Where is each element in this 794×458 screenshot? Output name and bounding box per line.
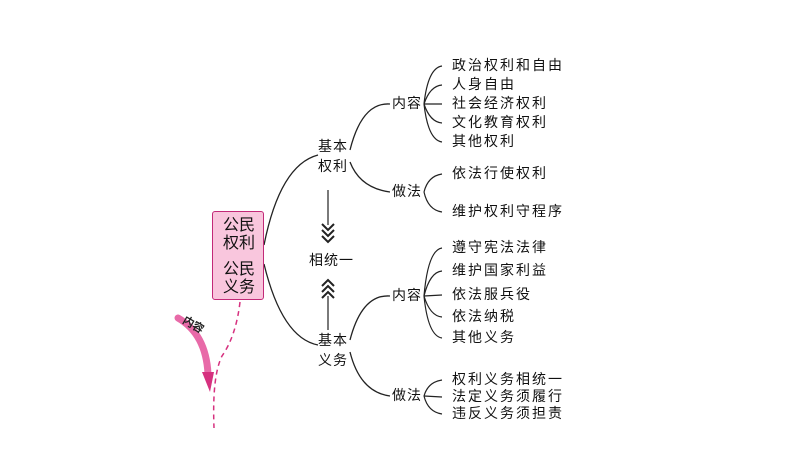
bracket-dm-1: [423, 379, 443, 397]
root-node: 公民 权利 公民 义务: [212, 211, 264, 300]
bracket-rc-2: [423, 84, 443, 105]
relation-label: 相统一: [309, 253, 354, 269]
duties-method-item: 违反义务须担责: [452, 406, 564, 422]
bracket-rm-1: [423, 173, 443, 193]
pink-swoosh: [174, 314, 212, 378]
bracket-dm-3: [423, 395, 443, 415]
arrow-down-head-3: [321, 235, 335, 244]
root-line-2: 权利: [222, 233, 255, 252]
arrow-up-head-1: [321, 278, 335, 287]
bracket-dc-2: [423, 270, 443, 297]
rights-method-item: 维护权利守程序: [452, 204, 564, 220]
duties-content-item: 依法纳税: [452, 309, 516, 325]
rights-content-item: 文化教育权利: [452, 115, 548, 131]
branch-rights-content: [349, 103, 391, 151]
duties-content-item: 维护国家利益: [452, 263, 548, 279]
root-line-3: 公民: [222, 259, 255, 278]
arrow-up-head-3: [321, 290, 335, 299]
bracket-dc-3: [423, 294, 443, 297]
rights-content-label: 内容: [392, 96, 422, 112]
arrow-up-head-2: [321, 284, 335, 293]
duties-content-item: 遵守宪法法律: [452, 240, 548, 256]
branch-duties-method: [349, 351, 391, 397]
pink-swoosh-arrowhead: [202, 372, 214, 392]
duties-content-label: 内容: [392, 288, 422, 304]
bracket-dc-5: [423, 295, 443, 339]
duties-content-item: 依法服兵役: [452, 287, 532, 303]
bracket-dc-4: [423, 295, 443, 318]
root-line-4: 义务: [222, 277, 255, 296]
bracket-dm-2: [423, 395, 443, 398]
bracket-dc-1: [423, 247, 443, 297]
bracket-rm-2: [423, 191, 443, 213]
rights-content-item: 人身自由: [452, 77, 516, 93]
rights-method-label: 做法: [392, 184, 422, 200]
root-line-1: 公民: [222, 215, 255, 234]
rights-method-item: 依法行使权利: [452, 166, 548, 182]
arrow-down-head-2: [321, 229, 335, 238]
branch-rights-method: [349, 161, 391, 193]
duties-content-item: 其他义务: [452, 330, 516, 346]
rights-label-1: 基本: [318, 139, 348, 155]
bracket-rc-4: [423, 103, 443, 124]
duties-label-1: 基本: [318, 333, 348, 349]
branch-duties-content: [349, 295, 391, 341]
branch-rights: [263, 154, 319, 246]
rights-content-item: 社会经济权利: [452, 96, 548, 112]
duties-method-label: 做法: [392, 388, 422, 404]
bracket-rc-5: [423, 103, 443, 143]
duties-method-item: 法定义务须履行: [452, 389, 564, 405]
branch-duties: [263, 263, 319, 346]
bracket-rc-1: [423, 65, 443, 105]
duties-label-2: 义务: [318, 353, 348, 369]
pink-dashed-line: [212, 301, 241, 429]
rights-content-item: 政治权利和自由: [452, 58, 564, 74]
duties-method-item: 权利义务相统一: [452, 372, 564, 388]
rights-content-item: 其他权利: [452, 134, 516, 150]
arrow-down-head-1: [321, 223, 335, 232]
rights-label-2: 权利: [318, 159, 348, 175]
